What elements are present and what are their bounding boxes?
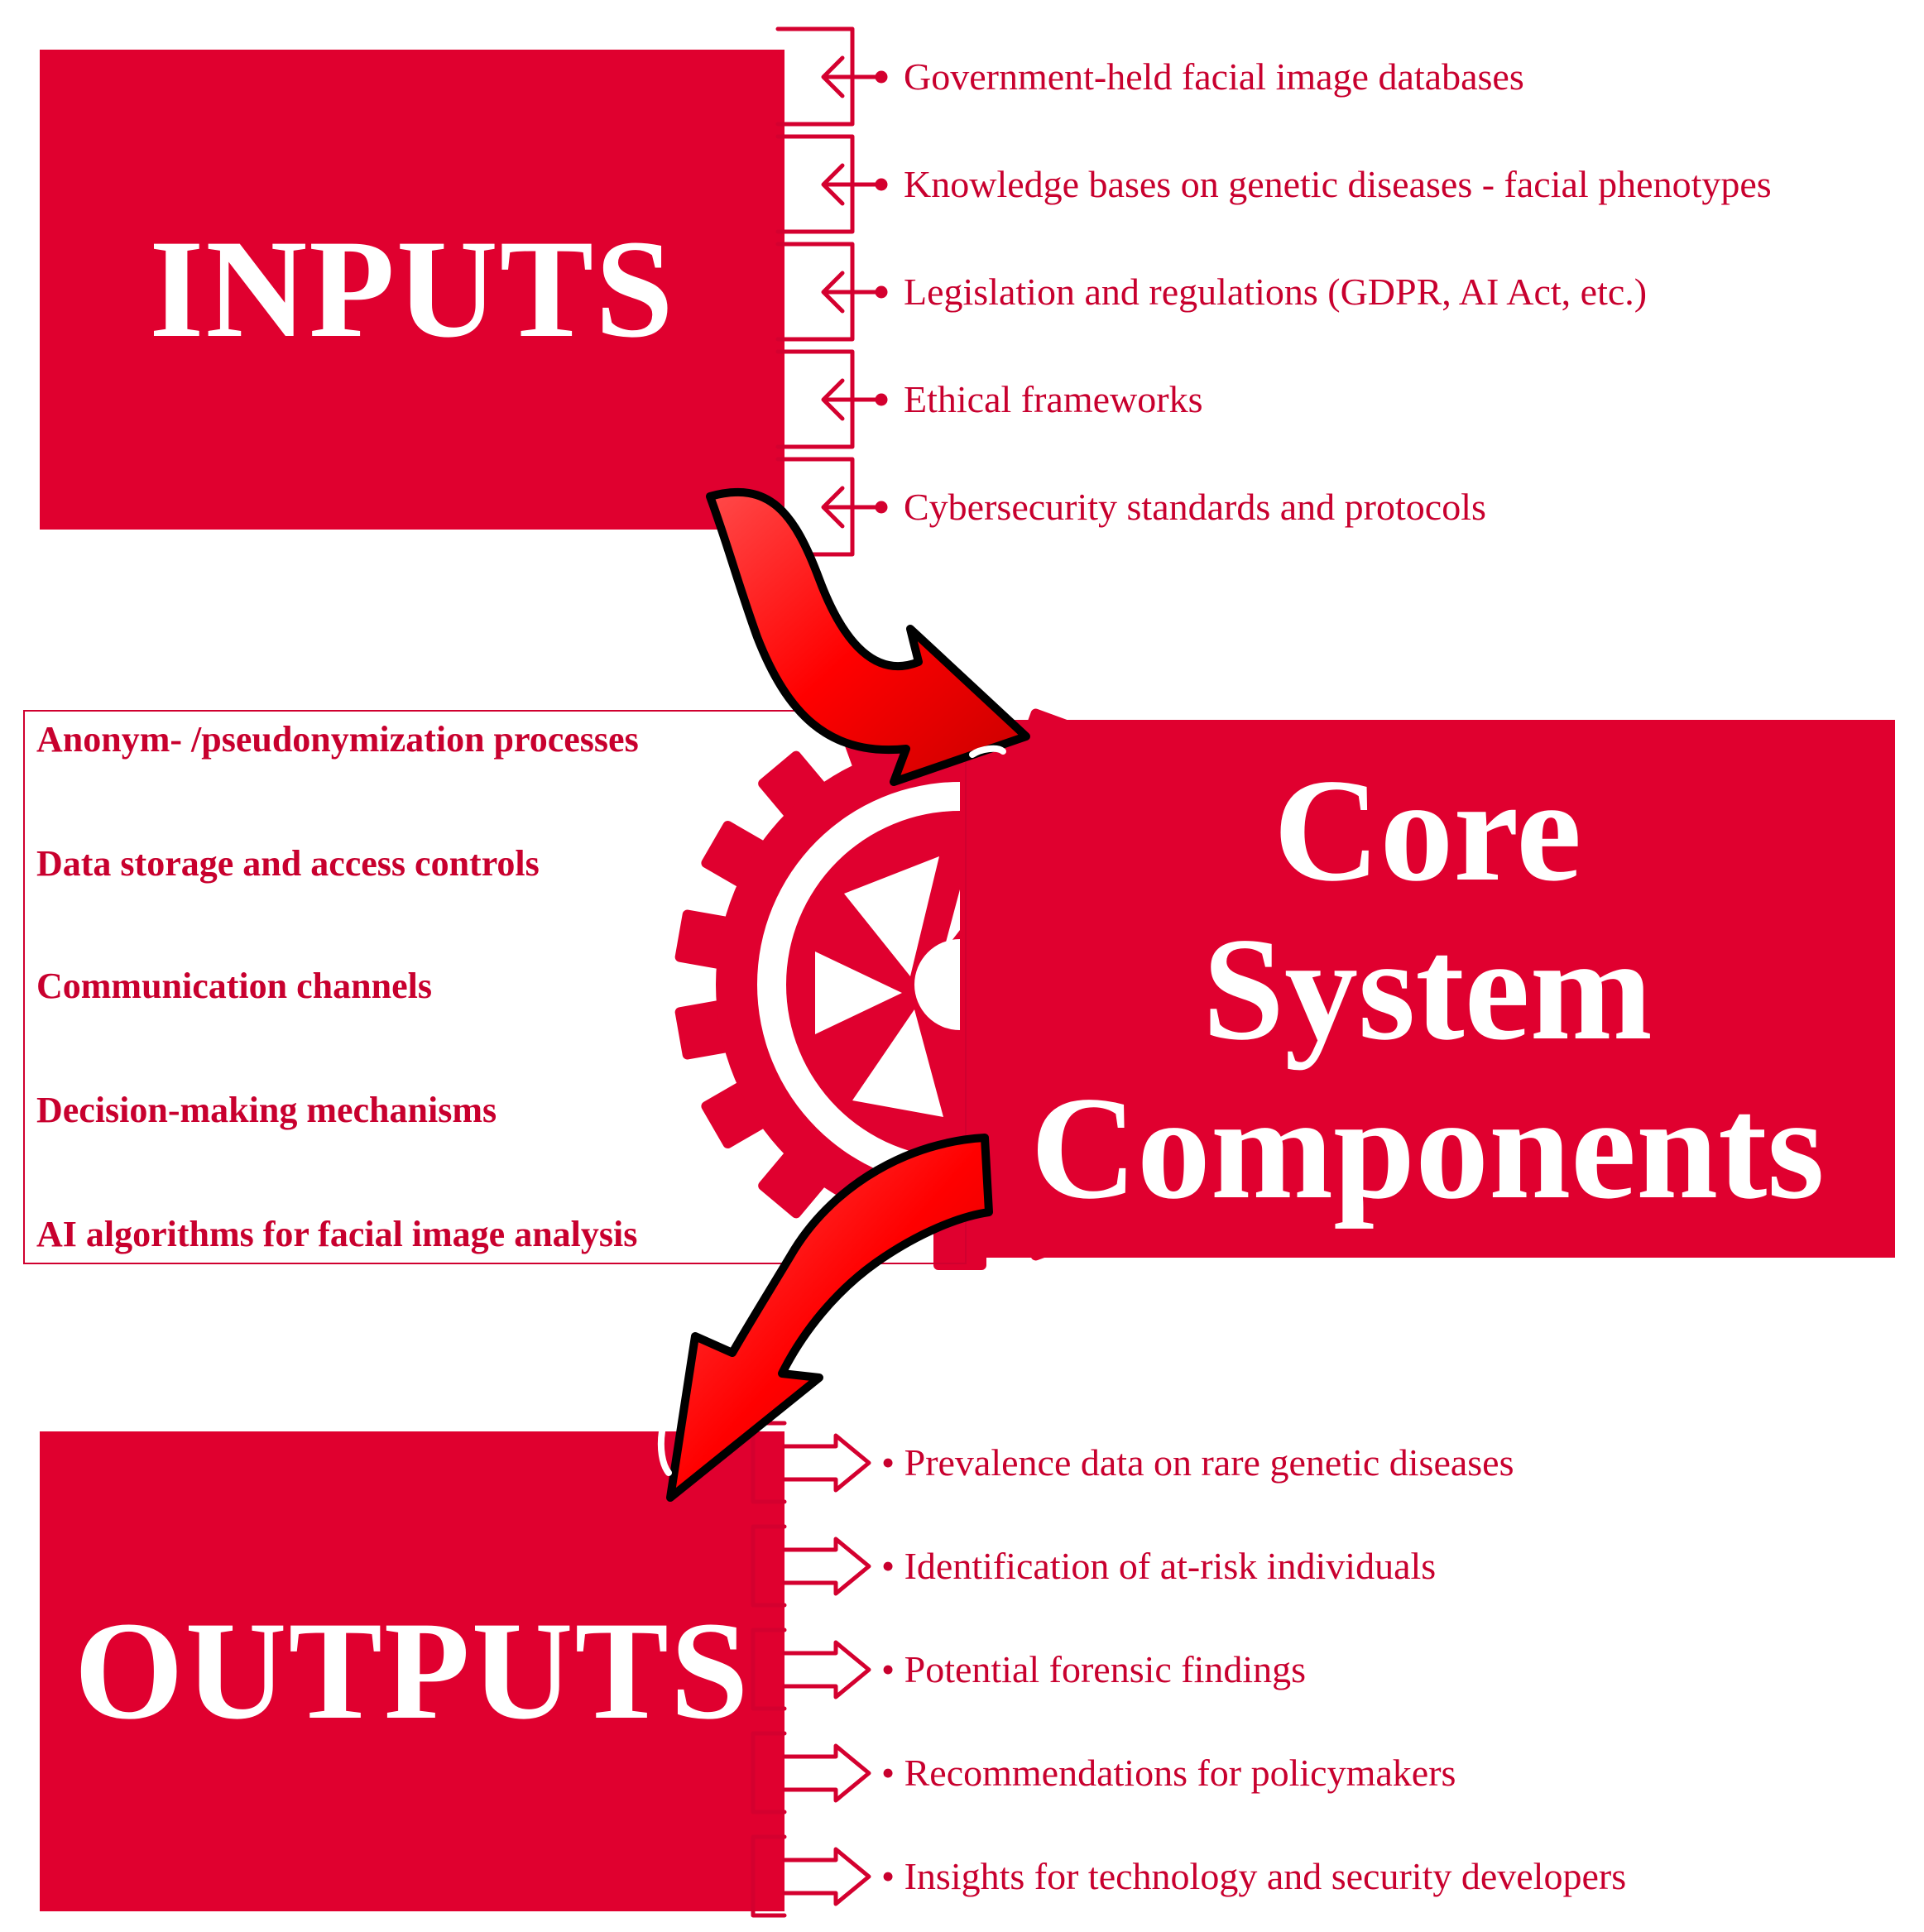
input-item: Knowledge bases on genetic diseases - fa… — [904, 163, 1772, 205]
bracket-arrow-icon — [775, 242, 888, 342]
inputs-title: INPUTS — [149, 211, 675, 367]
core-title: Core System Components — [960, 720, 1895, 1258]
input-item: Legislation and regulations (GDPR, AI Ac… — [904, 271, 1648, 313]
core-title-line: Components — [1030, 1066, 1825, 1230]
bracket-arrow-icon — [775, 26, 888, 127]
input-item: Cybersecurity standards and protocols — [904, 486, 1486, 528]
component-item: Data storage and access controls — [36, 843, 540, 884]
input-item: Ethical frameworks — [904, 378, 1203, 420]
components-box — [23, 710, 967, 1264]
input-item: Government-held facial image databases — [904, 55, 1524, 98]
component-item: Anonym- /pseudonymization processes — [36, 719, 639, 760]
core-block — [960, 720, 1895, 1258]
bracket-arrow-icon — [775, 134, 888, 234]
bracket-arrow-icon — [775, 457, 888, 557]
core-title-line: System — [1202, 906, 1653, 1071]
inputs-block — [40, 50, 784, 530]
component-item: Communication channels — [36, 966, 432, 1006]
output-item: • Recommendations for policymakers — [881, 1752, 1456, 1794]
bracket-arrow-icon — [775, 349, 888, 449]
component-item: Decision-making mechanisms — [36, 1090, 497, 1130]
core-title-line: Core — [1273, 747, 1582, 912]
output-item: • Identification of at-risk individuals — [881, 1545, 1437, 1587]
output-item: • Insights for technology and security d… — [881, 1855, 1627, 1897]
outputs-block — [40, 1431, 784, 1911]
output-item: • Prevalence data on rare genetic diseas… — [881, 1441, 1514, 1484]
component-item: AI algorithms for facial image analysis — [36, 1214, 638, 1254]
output-item: • Potential forensic findings — [881, 1648, 1307, 1690]
outputs-title: OUTPUTS — [74, 1593, 751, 1749]
